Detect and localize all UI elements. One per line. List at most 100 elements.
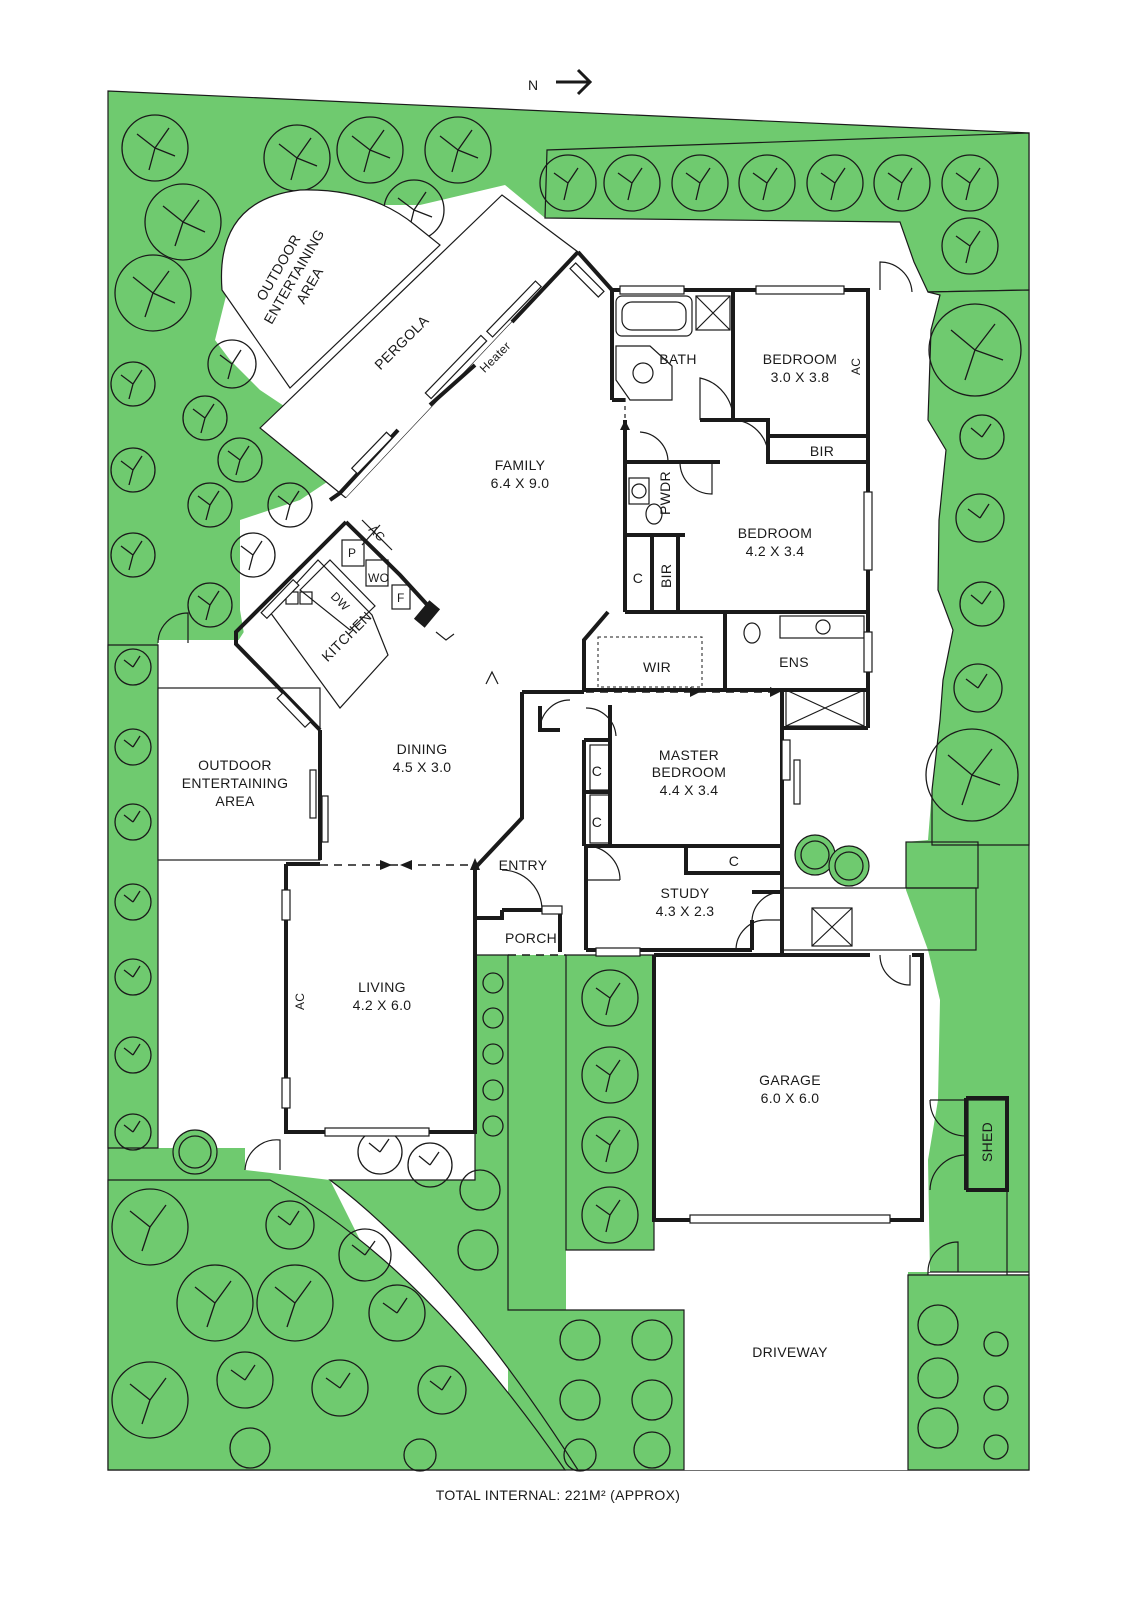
tree-icon bbox=[216, 1351, 274, 1409]
tree-icon bbox=[114, 1113, 152, 1151]
tree-icon bbox=[631, 1319, 673, 1361]
tree-icon bbox=[581, 1116, 639, 1174]
tree-icon bbox=[187, 582, 233, 628]
tree-icon bbox=[955, 493, 1005, 543]
ac-living-label: AC bbox=[293, 993, 307, 1010]
family-dims: 6.4 X 9.0 bbox=[491, 475, 550, 491]
wo-label: WO bbox=[368, 571, 389, 585]
study-name: STUDY bbox=[661, 885, 710, 901]
c2-name: C bbox=[592, 763, 602, 779]
tree-icon bbox=[111, 1188, 189, 1266]
total-internal-area: TOTAL INTERNAL: 221M² (APPROX) bbox=[436, 1487, 680, 1503]
tree-icon bbox=[256, 1264, 334, 1342]
master-name-line2: BEDROOM bbox=[652, 764, 726, 780]
compass: N bbox=[528, 68, 593, 96]
tree-icon bbox=[941, 217, 999, 275]
tree-icon bbox=[114, 728, 152, 766]
fridge-label: F bbox=[397, 591, 405, 605]
master-dims: 4.4 X 3.4 bbox=[660, 782, 719, 798]
pwdr-name: PWDR bbox=[657, 471, 673, 515]
tree-icon bbox=[230, 532, 276, 578]
outdoor-area-top-shape bbox=[220, 189, 441, 389]
driveway-name: DRIVEWAY bbox=[752, 1344, 828, 1360]
tree-icon bbox=[738, 154, 796, 212]
tree-icon bbox=[182, 395, 228, 441]
outdoor-left-line2: ENTERTAINING bbox=[182, 775, 289, 791]
tree-icon bbox=[403, 1438, 437, 1472]
tree-icon bbox=[111, 1361, 189, 1439]
tree-icon bbox=[917, 1357, 959, 1399]
bedroom1-dims: 3.0 X 3.8 bbox=[771, 369, 830, 385]
tree-icon bbox=[959, 581, 1005, 627]
tree-icon bbox=[828, 845, 870, 887]
lawn-south-west bbox=[107, 1179, 567, 1471]
bath-name: BATH bbox=[659, 351, 697, 367]
tree-icon bbox=[959, 414, 1005, 460]
garage-dims: 6.0 X 6.0 bbox=[761, 1090, 820, 1106]
tree-icon bbox=[417, 1365, 467, 1415]
tree-icon bbox=[482, 1115, 504, 1137]
ac-bedroom-label: AC bbox=[849, 358, 863, 375]
porch-name: PORCH bbox=[505, 930, 557, 946]
c3-name: C bbox=[592, 814, 602, 830]
tree-icon bbox=[336, 116, 404, 184]
tree-icon bbox=[110, 532, 156, 578]
bir1-name: BIR bbox=[810, 443, 834, 459]
tree-icon bbox=[207, 339, 257, 389]
tree-icon bbox=[563, 1438, 597, 1472]
tree-icon bbox=[459, 1169, 501, 1211]
living-name: LIVING bbox=[358, 979, 406, 995]
lawn-east bbox=[927, 289, 1030, 846]
dining-name: DINING bbox=[397, 741, 448, 757]
tree-icon bbox=[110, 447, 156, 493]
tree-icon bbox=[229, 1427, 271, 1469]
tree-icon bbox=[172, 1129, 218, 1175]
tree-icon bbox=[368, 1284, 426, 1342]
tree-icon bbox=[631, 1379, 673, 1421]
bedroom1-name: BEDROOM bbox=[763, 351, 837, 367]
tree-icon bbox=[338, 1228, 392, 1282]
lawn-south-east bbox=[907, 1274, 1030, 1471]
lawn-west-strip bbox=[107, 644, 159, 1149]
wir-name: WIR bbox=[643, 659, 671, 675]
tree-icon bbox=[539, 154, 597, 212]
c1-name: C bbox=[633, 570, 643, 586]
tree-icon bbox=[928, 303, 1022, 397]
study-dims: 4.3 X 2.3 bbox=[656, 903, 715, 919]
dining-dims: 4.5 X 3.0 bbox=[393, 759, 452, 775]
entry-name: ENTRY bbox=[499, 857, 548, 873]
tree-icon bbox=[457, 1229, 499, 1271]
tree-icon bbox=[941, 154, 999, 212]
compass-north-label: N bbox=[528, 77, 538, 93]
tree-icon bbox=[559, 1319, 601, 1361]
family-name: FAMILY bbox=[495, 457, 546, 473]
tree-icon bbox=[424, 116, 492, 184]
tree-icon bbox=[176, 1264, 254, 1342]
tree-icon bbox=[110, 361, 156, 407]
tree-icon bbox=[114, 254, 192, 332]
tree-icon bbox=[983, 1331, 1009, 1357]
tree-icon bbox=[187, 482, 233, 528]
tree-icon bbox=[217, 437, 263, 483]
tree-icon bbox=[311, 1359, 369, 1417]
outdoor-left-line3: AREA bbox=[215, 793, 255, 809]
tree-icon bbox=[873, 154, 931, 212]
tree-icon bbox=[114, 648, 152, 686]
tree-icon bbox=[925, 728, 1019, 822]
tree-icon bbox=[559, 1379, 601, 1421]
tree-icon bbox=[267, 482, 313, 528]
tree-icon bbox=[917, 1407, 959, 1449]
tree-icon bbox=[581, 969, 639, 1027]
living-dims: 4.2 X 6.0 bbox=[353, 997, 412, 1013]
bedroom2-dims: 4.2 X 3.4 bbox=[746, 543, 805, 559]
tree-icon bbox=[806, 154, 864, 212]
tree-icon bbox=[482, 1043, 504, 1065]
ens-name: ENS bbox=[779, 654, 809, 670]
tree-icon bbox=[603, 154, 661, 212]
tree-icon bbox=[144, 183, 222, 261]
outdoor-area-left-shape bbox=[157, 687, 321, 861]
bir2-name: BIR bbox=[658, 564, 674, 588]
tree-icon bbox=[265, 1200, 315, 1250]
master-name-line1: MASTER bbox=[659, 747, 719, 763]
